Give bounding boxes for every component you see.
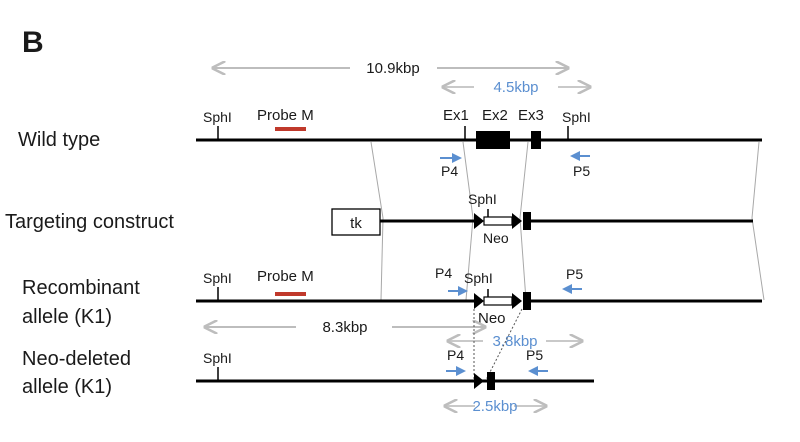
rec-neo-label: Neo (478, 310, 506, 327)
homology-guide-ex1 (462, 141, 474, 301)
row-label-neodeleted-2: allele (K1) (22, 376, 112, 398)
neo-p4-label: P4 (447, 347, 464, 363)
row-label-neodeleted-1: Neo-deleted (22, 348, 131, 370)
wt-p5-label: P5 (573, 163, 590, 179)
homology-guide-ex3 (519, 141, 529, 301)
rec-sphi-mid-label: SphI (464, 270, 493, 286)
rec-neo-cassette (483, 296, 513, 306)
ex3-label: Ex3 (518, 107, 544, 124)
panel-label: B (22, 26, 44, 59)
construct-exon (523, 212, 531, 230)
wt-p4-label: P4 (441, 163, 458, 179)
row-label-recombinant-2: allele (K1) (22, 306, 112, 328)
wt-sphi-left-label: SphI (203, 109, 232, 125)
rec-p5-label: P5 (566, 266, 583, 282)
wt-sphi-right-label: SphI (562, 109, 591, 125)
homology-guide-left (370, 141, 384, 301)
wt-p5-arrow (570, 151, 590, 161)
homology-guide-right (751, 141, 765, 301)
neo-sphi-left-label: SphI (203, 350, 232, 366)
construct-loxp-right (512, 213, 522, 229)
deletion-guide-right (485, 308, 523, 381)
ex1-label: Ex1 (443, 107, 469, 124)
wt-p4-arrow (440, 153, 462, 163)
rec-sphi-left-label: SphI (203, 270, 232, 286)
wt-probe-label: Probe M (257, 107, 314, 124)
neo-p4-arrow (446, 366, 466, 376)
row-label-targeting: Targeting construct (5, 211, 174, 233)
ex2-label: Ex2 (482, 107, 508, 124)
rec-sphi-size: 8.3kbp (322, 319, 367, 336)
construct-sphi-label: SphI (468, 191, 497, 207)
construct-neo-label: Neo (483, 230, 509, 246)
neo-loxp (474, 373, 484, 389)
wt-pcr-size: 4.5kbp (493, 79, 538, 96)
neo-pcr-size: 2.5kbp (472, 398, 517, 415)
tk-box (331, 208, 381, 236)
rec-p5-arrow (562, 284, 582, 294)
tk-label: tk (350, 215, 362, 232)
ex2-box (476, 131, 510, 149)
neo-p5-arrow (528, 366, 548, 376)
rec-exon (523, 292, 531, 310)
rec-p4-label: P4 (435, 265, 452, 281)
construct-neo-cassette (483, 216, 513, 226)
neo-p5-label: P5 (526, 347, 543, 363)
row-label-recombinant-1: Recombinant (22, 277, 140, 299)
rec-p4-arrow (448, 286, 468, 296)
wt-sphi-size: 10.9kbp (366, 60, 419, 77)
rec-probe-label: Probe M (257, 268, 314, 285)
rec-loxp-left (474, 293, 484, 309)
wt-probe-bar (275, 127, 306, 131)
neo-exon (487, 372, 495, 390)
rec-loxp-right (512, 293, 522, 309)
ex3-box (531, 131, 541, 149)
row-label-wildtype: Wild type (18, 129, 100, 151)
rec-probe-bar (275, 292, 306, 296)
construct-loxp-left (474, 213, 484, 229)
